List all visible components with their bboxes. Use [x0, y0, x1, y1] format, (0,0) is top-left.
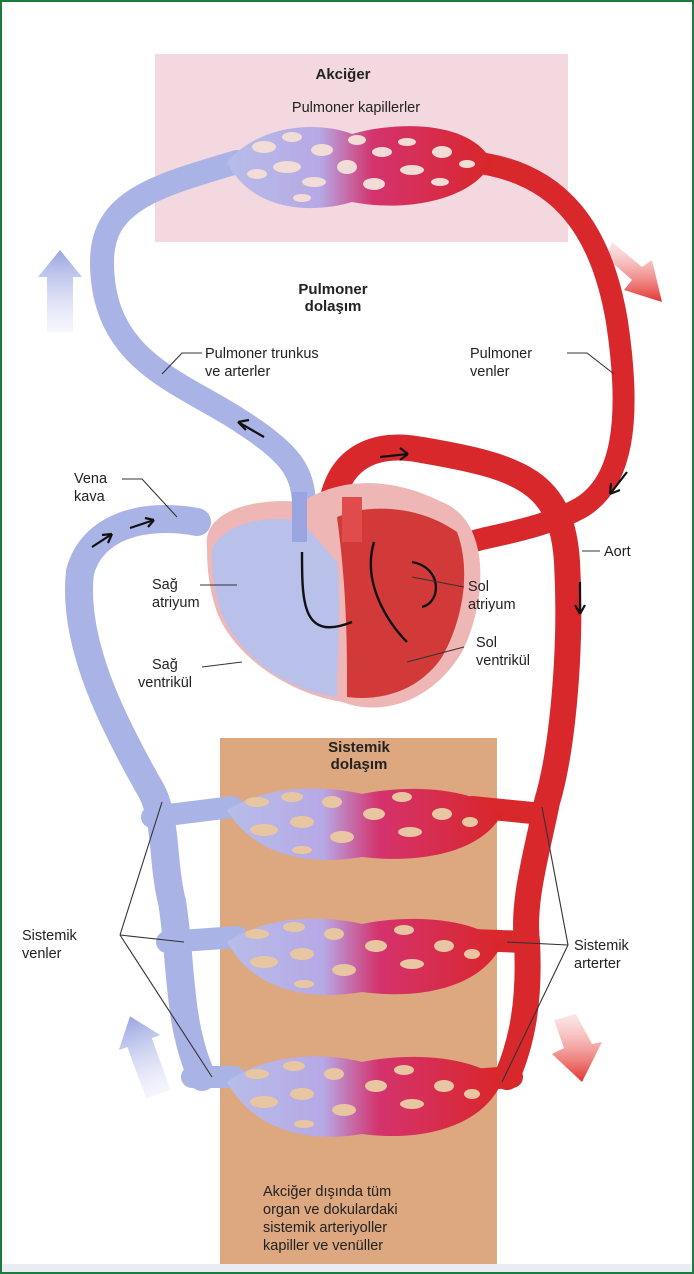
- vena-cava-label-1: Vena: [74, 471, 108, 487]
- systemic-arteries-label-2: arterter: [574, 956, 621, 972]
- right-atrium-label-1: Sağ: [152, 577, 178, 593]
- systemic-circulation-label-2: dolaşım: [331, 756, 388, 773]
- caption-line-3: sistemik arteriyoller: [263, 1220, 387, 1236]
- caption-line-1: Akciğer dışında tüm: [263, 1184, 391, 1200]
- left-atrium-label-2: atriyum: [468, 597, 516, 613]
- upward-flow-arrow-icon: [38, 250, 82, 332]
- right-atrium-label-2: atriyum: [152, 595, 200, 611]
- right-ventricle-label-2: ventrikül: [138, 675, 192, 691]
- downward-flow-arrow-icon: [552, 1014, 602, 1082]
- right-ventricle-label-1: Sağ: [152, 657, 178, 673]
- lung-title: Akciğer: [315, 66, 370, 83]
- vena-cava-label-2: kava: [74, 489, 106, 505]
- systemic-veins-label-1: Sistemik: [22, 928, 78, 944]
- pulmonary-capillaries-label: Pulmoner kapillerler: [292, 100, 420, 116]
- pulmonary-veins-label-1: Pulmoner: [470, 346, 532, 362]
- upward-flow-arrow-icon: [109, 1009, 179, 1102]
- pulmonary-trunk-label-1: Pulmoner trunkus: [205, 346, 319, 362]
- caption-line-2: organ ve dokulardaki: [263, 1202, 398, 1218]
- pulmonary-circulation-label-1: Pulmoner: [298, 281, 367, 298]
- aorta-label: Aort: [604, 544, 631, 560]
- pulmonary-veins-label-2: venler: [470, 364, 510, 380]
- systemic-circulation-label-1: Sistemik: [328, 739, 390, 756]
- heart: [207, 483, 481, 707]
- pulmonary-trunk-label-2: ve arterler: [205, 364, 270, 380]
- pulmonary-circulation-label-2: dolaşım: [305, 298, 362, 315]
- systemic-arteries-label-1: Sistemik: [574, 938, 630, 954]
- systemic-veins-label-2: venler: [22, 946, 62, 962]
- caption-line-4: kapiller ve venüller: [263, 1238, 383, 1254]
- left-ventricle-label-1: Sol: [476, 635, 497, 651]
- left-ventricle-label-2: ventrikül: [476, 653, 530, 669]
- bottom-edge-bar: [2, 1264, 692, 1272]
- left-atrium-label-1: Sol: [468, 579, 489, 595]
- right-heart: [212, 519, 339, 697]
